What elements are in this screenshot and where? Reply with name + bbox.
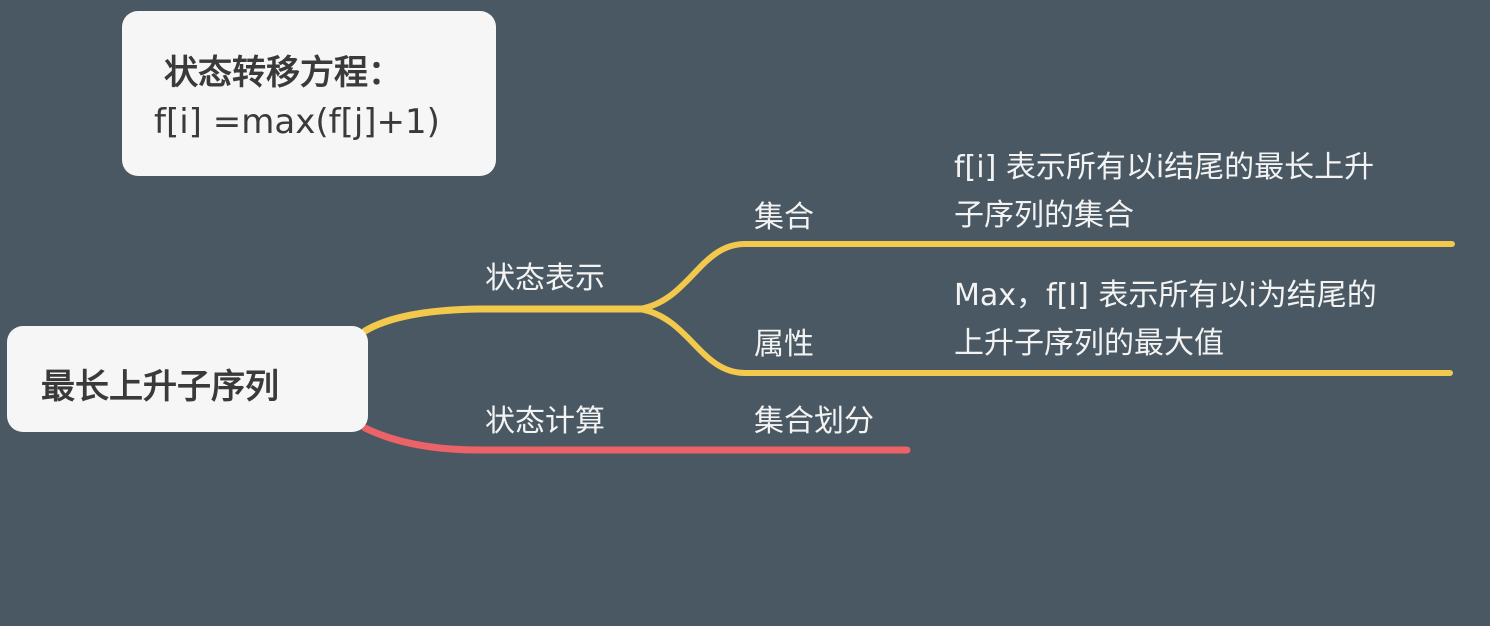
- attribute-description: Max，f[I] 表示所有以i为结尾的 上升子序列的最大值: [954, 272, 1377, 368]
- node-attribute[interactable]: 属性: [754, 327, 814, 362]
- branch-line-state-repr: [361, 305, 644, 335]
- branch-line-state-calc: [361, 424, 911, 454]
- attribute-description-line-1: Max，f[I] 表示所有以i为结尾的: [954, 278, 1377, 313]
- branch-line-set: [637, 241, 1455, 312]
- branch-line-attr: [637, 306, 1453, 376]
- set-description: f[i] 表示所有以i结尾的最长上升 子序列的集合: [954, 144, 1374, 240]
- node-set-partition[interactable]: 集合划分: [754, 404, 874, 439]
- root-node-label: 最长上升子序列: [41, 367, 279, 407]
- node-state-representation[interactable]: 状态表示: [485, 261, 605, 296]
- set-description-line-1: f[i] 表示所有以i结尾的最长上升: [954, 150, 1375, 185]
- formula-title: 状态转移方程：: [164, 53, 402, 93]
- set-description-line-2: 子序列的集合: [954, 198, 1134, 233]
- node-set[interactable]: 集合: [754, 200, 814, 235]
- attribute-description-line-2: 上升子序列的最大值: [954, 326, 1224, 361]
- formula-expression: f[i] =max(f[j]+1): [154, 102, 440, 142]
- node-state-calculation[interactable]: 状态计算: [485, 404, 605, 439]
- root-node[interactable]: 最长上升子序列: [7, 326, 368, 432]
- formula-card: 状态转移方程： f[i] =max(f[j]+1): [122, 11, 496, 176]
